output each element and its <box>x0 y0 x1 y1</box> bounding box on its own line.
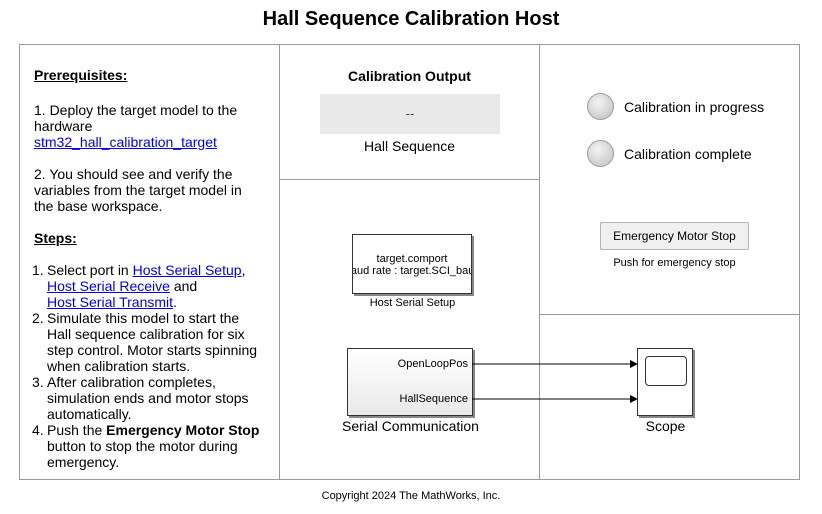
step-1: 1. Select port in Host Serial Setup, Hos… <box>32 262 265 310</box>
scope-label: Scope <box>645 418 686 434</box>
step-text: Push the <box>47 422 107 438</box>
host-serial-transmit-link[interactable]: Host Serial Transmit <box>47 294 174 310</box>
indicator-panel: Calibration in progress Calibration comp… <box>539 44 800 315</box>
step-number: 1. <box>32 262 44 278</box>
scope-screen-icon <box>645 356 687 386</box>
step-text: button to stop the motor during emergenc… <box>47 438 238 470</box>
step-2: 2. Simulate this model to start the Hall… <box>32 310 265 374</box>
calibration-complete-lamp-icon <box>587 140 614 167</box>
step-number: 4. <box>32 422 44 438</box>
emergency-motor-stop-button[interactable]: Emergency Motor Stop <box>600 222 749 250</box>
prerequisites-heading: Prerequisites: <box>34 67 128 83</box>
hall-sequence-display: -- <box>320 94 500 134</box>
serial-communication-label: Serial Communication <box>342 418 479 434</box>
step-4: 4. Push the Emergency Motor Stop button … <box>32 422 265 470</box>
scope-panel: Scope <box>539 314 800 480</box>
step-text: After calibration completes, simulation … <box>47 374 249 422</box>
steps-list: 1. Select port in Host Serial Setup, Hos… <box>32 262 265 470</box>
calibration-output-panel: Calibration Output -- Hall Sequence <box>279 44 540 180</box>
step-text: Select port in <box>47 262 133 278</box>
hall-sequence-label: Hall Sequence <box>363 138 456 154</box>
step-text: Simulate this model to start the Hall se… <box>47 310 258 374</box>
calibration-complete-label: Calibration complete <box>624 146 752 162</box>
target-model-link[interactable]: stm32_hall_calibration_target <box>34 134 217 150</box>
step-text: . <box>173 294 177 310</box>
scope-block[interactable] <box>637 348 693 416</box>
step-bold-text: Emergency Motor Stop <box>106 422 260 438</box>
instructions-panel: Prerequisites: 1. Deploy the target mode… <box>19 44 280 480</box>
calibration-in-progress-lamp-icon <box>587 93 614 120</box>
port-hall-sequence: HallSequence <box>399 393 469 405</box>
calibration-in-progress-label: Calibration in progress <box>624 99 765 115</box>
host-serial-receive-link[interactable]: Host Serial Receive <box>47 278 170 294</box>
step-number: 3. <box>32 374 44 390</box>
host-serial-setup-block[interactable]: target.comport Baud rate : target.SCI_ba… <box>352 234 472 294</box>
step-text: , <box>241 262 246 278</box>
port-open-loop-pos: OpenLoopPos <box>397 358 468 370</box>
host-serial-setup-line1: target.comport <box>376 253 448 265</box>
prereq-item-1: 1. Deploy the target model to the hardwa… <box>34 102 238 134</box>
serial-panel: target.comport Baud rate : target.SCI_ba… <box>279 179 540 480</box>
step-3: 3. After calibration completes, simulati… <box>32 374 265 422</box>
emergency-stop-caption: Push for emergency stop <box>613 257 736 269</box>
page-title: Hall Sequence Calibration Host <box>262 8 560 30</box>
calibration-output-title: Calibration Output <box>348 68 471 84</box>
prereq-item-2: 2. You should see and verify the variabl… <box>34 166 242 214</box>
step-number: 2. <box>32 310 44 326</box>
host-serial-setup-link[interactable]: Host Serial Setup <box>132 262 242 278</box>
host-serial-setup-label: Host Serial Setup <box>369 297 456 309</box>
step-text: and <box>169 278 198 294</box>
serial-communication-block[interactable]: OpenLoopPos HallSequence <box>347 348 473 416</box>
copyright-footer: Copyright 2024 The MathWorks, Inc. <box>321 490 501 502</box>
host-serial-setup-line2: Baud rate : target.SCI_baud <box>353 265 471 277</box>
steps-heading: Steps: <box>34 230 77 246</box>
